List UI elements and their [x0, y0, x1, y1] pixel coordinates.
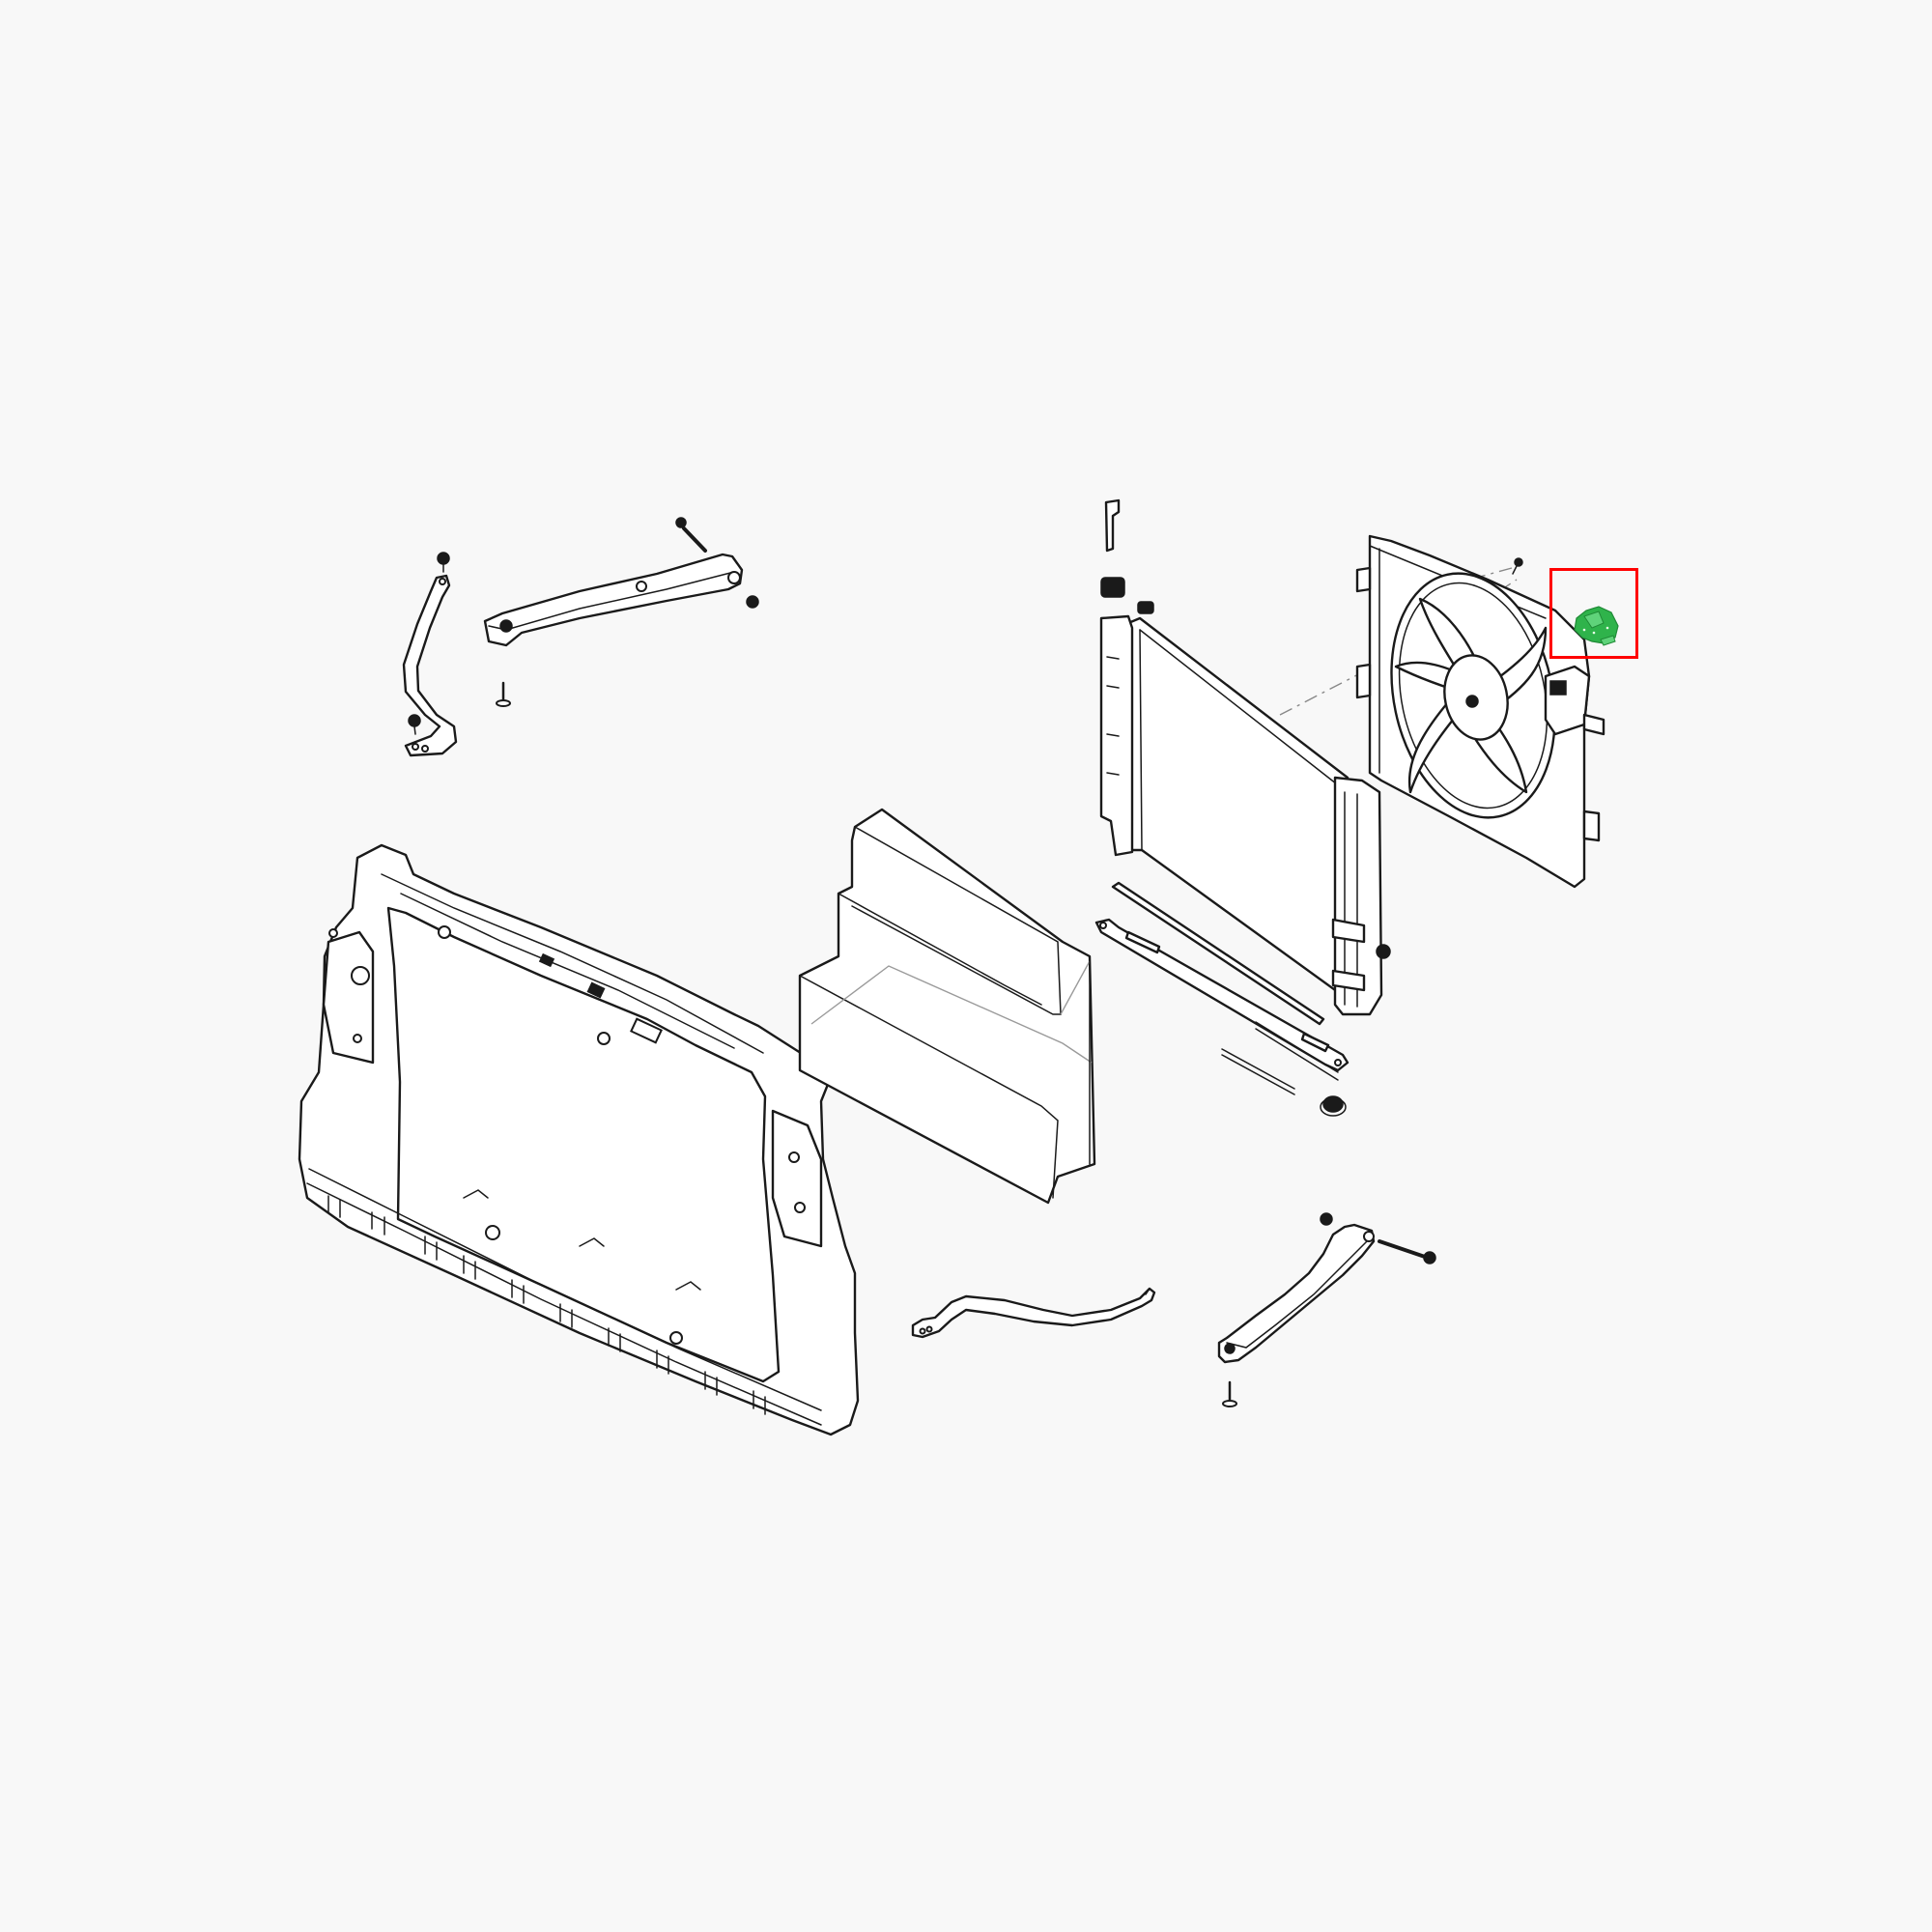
nut-icon: [1320, 1212, 1333, 1226]
upper-left-bracket-arm[interactable]: [483, 517, 759, 707]
left-tie-rod[interactable]: [402, 552, 458, 757]
radiator-core[interactable]: [1099, 498, 1391, 1016]
bolt-icon: [1378, 1239, 1436, 1264]
radiator-lower-seals[interactable]: [1094, 881, 1350, 1095]
screw-icon: [1222, 1380, 1237, 1407]
fan-connector-module[interactable]: [1574, 606, 1619, 646]
selection-highlight-box[interactable]: [1549, 568, 1638, 659]
lower-tie-rod[interactable]: [911, 1287, 1156, 1339]
screw-icon: [496, 681, 511, 707]
rubber-mount-icon: [1100, 577, 1125, 598]
cooling-fan-shroud[interactable]: [1355, 534, 1605, 889]
nut-icon: [437, 552, 450, 573]
nut-icon: [408, 714, 421, 735]
radiator-support-frame[interactable]: [298, 843, 860, 1436]
lower-right-bracket-arm[interactable]: [1217, 1212, 1436, 1407]
screw-icon: [1512, 557, 1523, 575]
air-deflector-shroud[interactable]: [798, 808, 1096, 1205]
bolt-icon: [675, 517, 707, 553]
radiator-grommet[interactable]: [1320, 1095, 1347, 1117]
nut-icon: [746, 595, 759, 609]
mount-pin-icon: [1104, 498, 1121, 553]
